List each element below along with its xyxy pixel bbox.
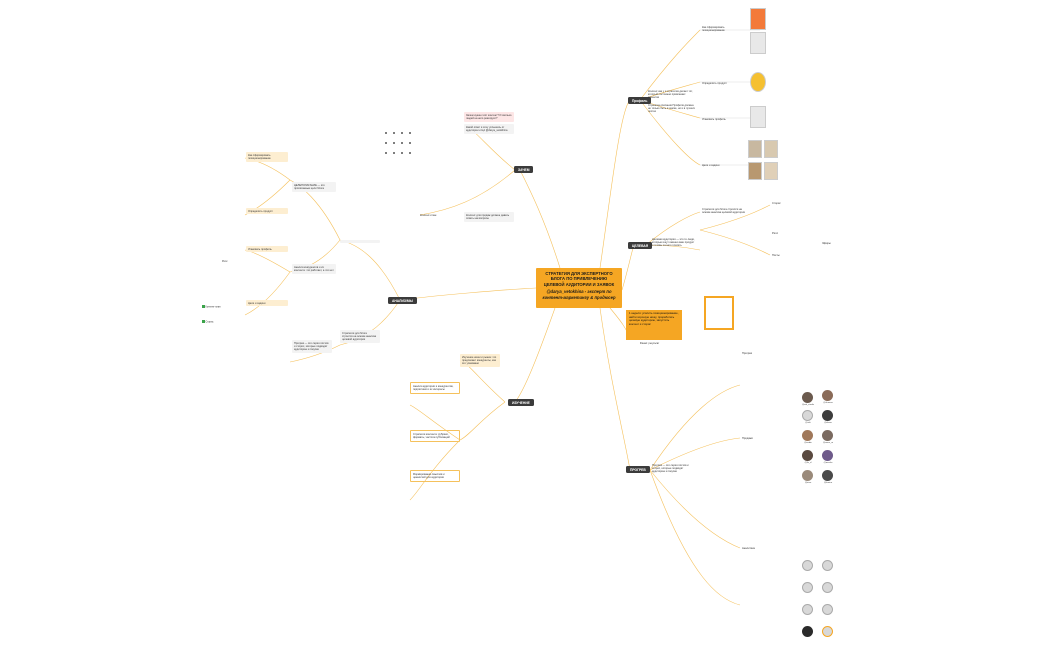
profile-screenshot-7 xyxy=(748,162,762,180)
target-note: Целевая аудитория — это те люди, которые… xyxy=(652,237,695,248)
analysis-note: Изучение ниши и рынка: что предлагают ко… xyxy=(460,354,500,368)
analysis-box-3: Формирование смыслов и ценностей для ауд… xyxy=(410,470,460,482)
logo-2[interactable] xyxy=(822,560,833,571)
analysis-box-2: Стратегия контента: рубрики, форматы, ча… xyxy=(410,430,460,442)
avatar-10-label: @karina xyxy=(823,482,833,484)
left-mid-card: Анализ конкурентов и их контента: что ра… xyxy=(292,264,336,274)
left-leaf-2: Определить продукт xyxy=(246,208,288,215)
target-leaf-1: Сторис xyxy=(772,201,781,205)
avatar-10[interactable] xyxy=(822,470,833,481)
profile-screenshot-1 xyxy=(750,8,766,30)
avatar-6-label: @anna_m xyxy=(822,442,834,444)
logo-8[interactable] xyxy=(822,626,833,637)
left-far-leaf-1-text: Контент-план xyxy=(205,305,221,309)
profile-leaf-3: Упаковать профиль xyxy=(702,117,726,121)
left-card-4: Стратегия для блога строится на основе а… xyxy=(340,330,380,344)
target-leaf-3: Посты xyxy=(772,253,780,257)
profile-screenshot-2 xyxy=(750,32,766,54)
left-leaf-1: Как сформировать позиционирование xyxy=(246,152,288,162)
mind-note-2: Какой ответ я хочу услышать от аудитории… xyxy=(464,124,514,134)
avatar-4[interactable] xyxy=(822,410,833,421)
analysis-box-1: Анализ аудитории и конкурентов, подписчи… xyxy=(410,382,460,394)
avatar-7-label: @lis_d xyxy=(804,462,812,464)
branch-study[interactable]: АНАЛИЗ/МЫ xyxy=(388,297,417,304)
target-leaf-4: Эфиры xyxy=(822,241,831,245)
avatar-3-label: @viki xyxy=(805,422,811,424)
avatar-5-label: @nadin xyxy=(804,442,812,444)
logo-5[interactable] xyxy=(802,604,813,615)
mind-note-1: Зачем нужен этот контент? И сколько люде… xyxy=(464,112,514,122)
branch-mind[interactable]: ЗАЧЕМ xyxy=(514,166,534,173)
profile-leaf-4: Цели и задачи xyxy=(702,163,720,167)
avatar-9-label: @irina xyxy=(804,482,812,484)
avatar-8[interactable] xyxy=(822,450,833,461)
orange-note[interactable]: 1 неделя: усилить позиционирование, найт… xyxy=(626,310,682,340)
logo-3[interactable] xyxy=(802,582,813,593)
avatar-8-label: @masha xyxy=(823,462,833,464)
branch-target[interactable]: ЦЕЛЕВАЯ xyxy=(628,242,653,249)
avatar-1-label: @wd_studio xyxy=(801,404,815,406)
profile-screenshot-5 xyxy=(748,140,762,158)
logo-6[interactable] xyxy=(822,604,833,615)
target-note-2: Стратегия для блога строится на основе а… xyxy=(702,207,746,214)
branch-profile[interactable]: Профиль xyxy=(628,97,652,104)
warm-leaf-3: Аналитика xyxy=(742,546,755,550)
warm-leaf-1: Прогрев xyxy=(742,351,752,355)
logo-1[interactable] xyxy=(802,560,813,571)
sticky-screenshot xyxy=(704,296,734,330)
avatar-7[interactable] xyxy=(802,450,813,461)
profile-screenshot-6 xyxy=(764,140,778,158)
avatar-2-label: @zhanna xyxy=(823,402,833,404)
left-top-card: ЦЕЛЕПОЛАГАНИЕ — это прописанные цели бло… xyxy=(292,182,336,192)
orange-note-text: 1 неделя: усилить позиционирование, найт… xyxy=(629,311,679,326)
central-topic[interactable]: СТРАТЕГИЯ ДЛЯ ЭКСПЕРТНОГО БЛОГА ПО ПРИВЛ… xyxy=(536,268,622,308)
avatar-5[interactable] xyxy=(802,430,813,441)
avatar-1[interactable] xyxy=(802,392,813,403)
central-subtitle: @darya_vetokhina - эксперт по контент-ма… xyxy=(542,289,616,300)
left-leaf-3: Упаковать профиль xyxy=(246,246,288,253)
left-far-leaf-2-text: Сторис xyxy=(205,320,214,324)
profile-note: Контент как у и стратегия делает тот, ко… xyxy=(648,89,693,100)
profile-screenshot-8 xyxy=(764,162,778,180)
logo-7[interactable] xyxy=(802,626,813,637)
left-card-3 xyxy=(340,240,380,243)
icon-grid xyxy=(383,130,413,156)
warm-note: Прогрев — это серия постов и сторис, кот… xyxy=(652,463,689,474)
left-far-leaf-1: Контент-план xyxy=(202,305,242,309)
avatar-3[interactable] xyxy=(802,410,813,421)
profile-leaf-2: Определить продукт xyxy=(702,81,727,85)
central-title: СТРАТЕГИЯ ДЛЯ ЭКСПЕРТНОГО БЛОГА ПО ПРИВЛ… xyxy=(543,271,615,287)
orange-footer: Финал: результат xyxy=(640,342,660,345)
profile-leaf-1: Как сформировать позиционирование xyxy=(702,25,725,32)
warm-leaf-2: Продажи xyxy=(742,436,753,440)
logo-4[interactable] xyxy=(822,582,833,593)
branch-analysis[interactable]: ИЗУЧЕНИЕ xyxy=(508,399,534,406)
profile-note-2: Страница описания Профиля должна не толь… xyxy=(648,103,695,114)
avatar-2[interactable] xyxy=(822,390,833,401)
branch-warm[interactable]: ПРОГРЕВ xyxy=(626,466,650,473)
left-far-leaf-3: Рилс xyxy=(222,260,228,263)
green-dot-icon xyxy=(202,305,205,308)
left-far-leaf-2: Сторис xyxy=(202,320,242,324)
avatar-9[interactable] xyxy=(802,470,813,481)
left-card-5: Прогрев — это серия постов и сторис, кот… xyxy=(292,340,332,354)
green-dot-icon xyxy=(202,320,205,323)
target-leaf-2: Рилс xyxy=(772,231,778,235)
left-leaf-4: Цели и задачи xyxy=(246,300,288,307)
mind-leaf: Контент-план xyxy=(420,213,437,217)
profile-screenshot-4 xyxy=(750,106,766,128)
avatar-4-label: @elena xyxy=(824,422,832,424)
avatar-6[interactable] xyxy=(822,430,833,441)
profile-screenshot-3 xyxy=(750,72,766,92)
mind-note-3: Контент для продаж должен давать ответы … xyxy=(464,212,514,222)
